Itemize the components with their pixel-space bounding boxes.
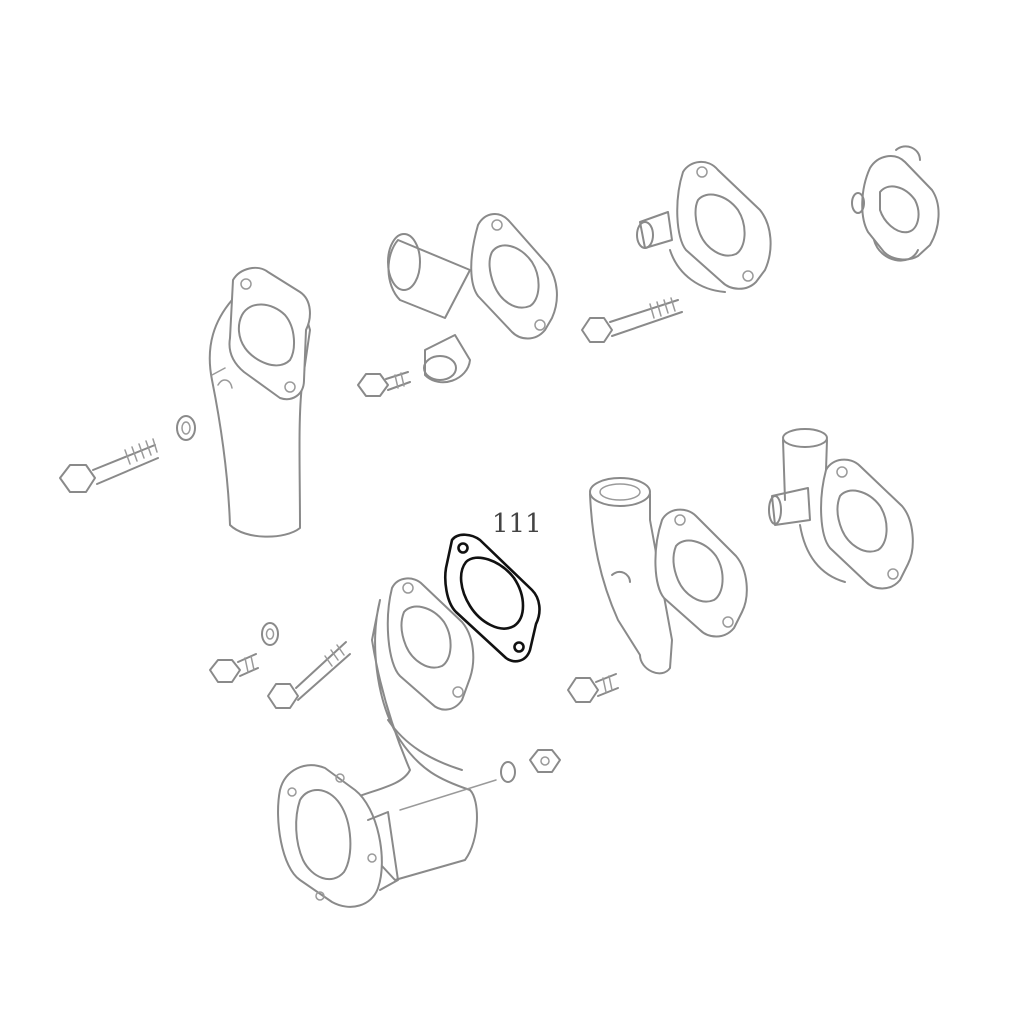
callout-label: 111 [492,509,542,539]
spout-housing-far-right [768,428,914,590]
gasket-highlighted [444,533,541,663]
washer-left [176,415,196,441]
elbow-housing-left [208,266,311,538]
bolt-short-bottom-right [567,673,619,703]
washer-nut-bottom-center [399,749,561,811]
bolt-long-bottom-left [267,641,351,709]
washer-bottom-left [261,622,279,646]
bolt-short-center [357,371,411,397]
bolt-long-left [59,438,159,493]
thermostat-housing-top-center [387,213,558,384]
y-housing-bottom-right [589,477,748,675]
flange-housing-top-right [636,161,772,293]
cap-housing-far-right [851,145,940,262]
bolt-medium-bottom-left [209,653,259,683]
bolt-long-center [581,297,683,343]
outlet-manifold-bottom [277,577,478,908]
